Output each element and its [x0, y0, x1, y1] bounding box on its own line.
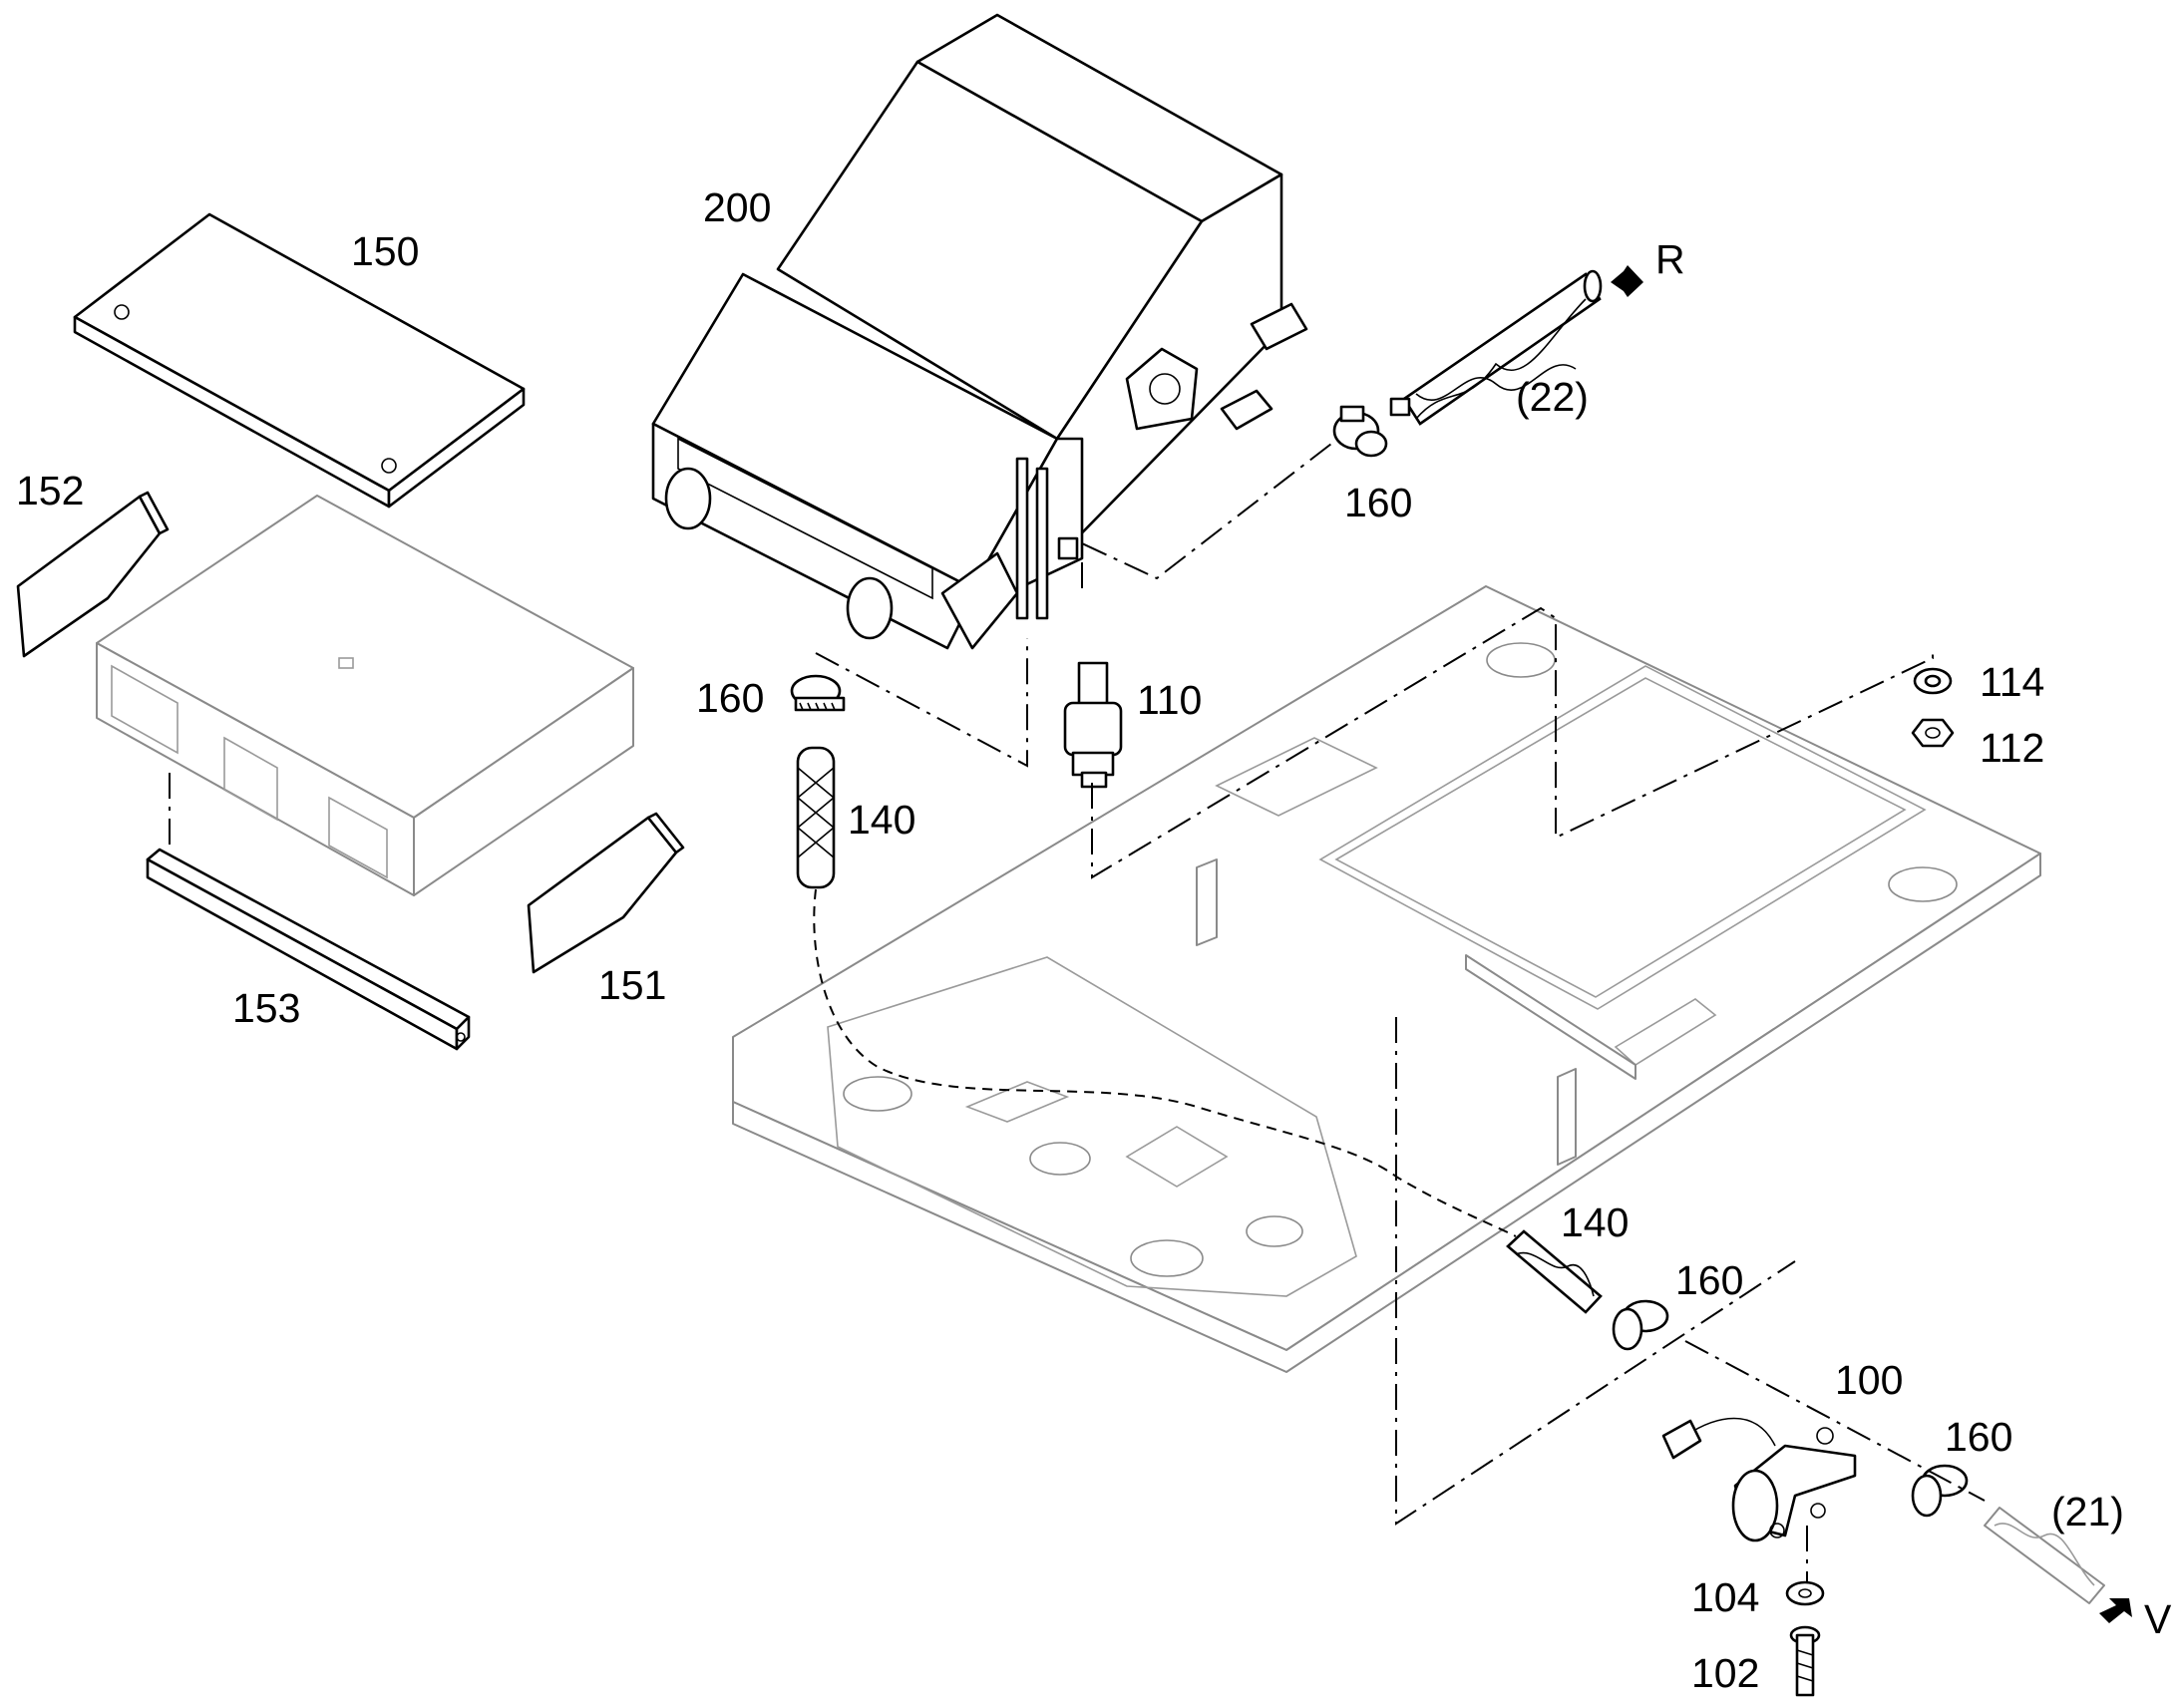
label-150: 150 [351, 228, 419, 274]
valve-100 [1661, 1417, 1857, 1542]
part-150-plate [73, 212, 526, 509]
label-160-left: 160 [696, 675, 764, 721]
hose-140-vertical [796, 746, 836, 889]
assembly-lines [169, 443, 1986, 1583]
label-21: (21) [2051, 1489, 2124, 1535]
label-140-lower: 140 [1561, 1199, 1629, 1245]
label-160-upper: 160 [1344, 480, 1412, 525]
nut-112 [1911, 718, 1955, 748]
label-100: 100 [1835, 1357, 1903, 1403]
part-152-panel [16, 491, 170, 658]
arrow-v-icon [2099, 1598, 2132, 1623]
clamp-160-lower [1612, 1299, 1669, 1351]
label-104: 104 [1691, 1574, 1759, 1620]
hose-140-lower [1506, 1229, 1603, 1314]
label-102: 102 [1691, 1650, 1759, 1696]
label-110: 110 [1137, 677, 1202, 723]
label-v: V [2144, 1596, 2172, 1642]
clamp-160-left [790, 674, 846, 712]
label-112: 112 [1980, 725, 2044, 771]
clamp-160-right [1911, 1464, 1969, 1518]
hose-21 [1984, 1507, 2105, 1604]
label-200: 200 [703, 184, 771, 230]
hose-22 [1389, 269, 1603, 426]
washer-104 [1785, 1580, 1825, 1606]
label-160-right: 160 [1945, 1414, 2012, 1460]
label-160-lower: 160 [1675, 1257, 1743, 1303]
label-r: R [1655, 236, 1685, 282]
label-22: (22) [1516, 374, 1589, 420]
fitting-110 [1063, 661, 1123, 789]
housing-box [96, 495, 634, 896]
label-153: 153 [232, 985, 300, 1031]
label-152: 152 [16, 468, 84, 513]
part-153-rail [146, 848, 471, 1051]
arrow-r-icon [1611, 265, 1643, 297]
part-200-heater-unit [651, 13, 1308, 650]
part-151-panel [527, 812, 685, 974]
bolt-102 [1789, 1625, 1821, 1697]
label-151: 151 [598, 962, 666, 1008]
label-140-vertical: 140 [848, 797, 915, 843]
label-114: 114 [1980, 659, 2044, 705]
base-plate [732, 585, 2041, 1373]
washer-114 [1913, 667, 1953, 695]
callout-labels: 200 150 152 (22) R 160 160 110 114 112 1… [16, 184, 2172, 1696]
clamp-160-upper [1332, 405, 1388, 458]
